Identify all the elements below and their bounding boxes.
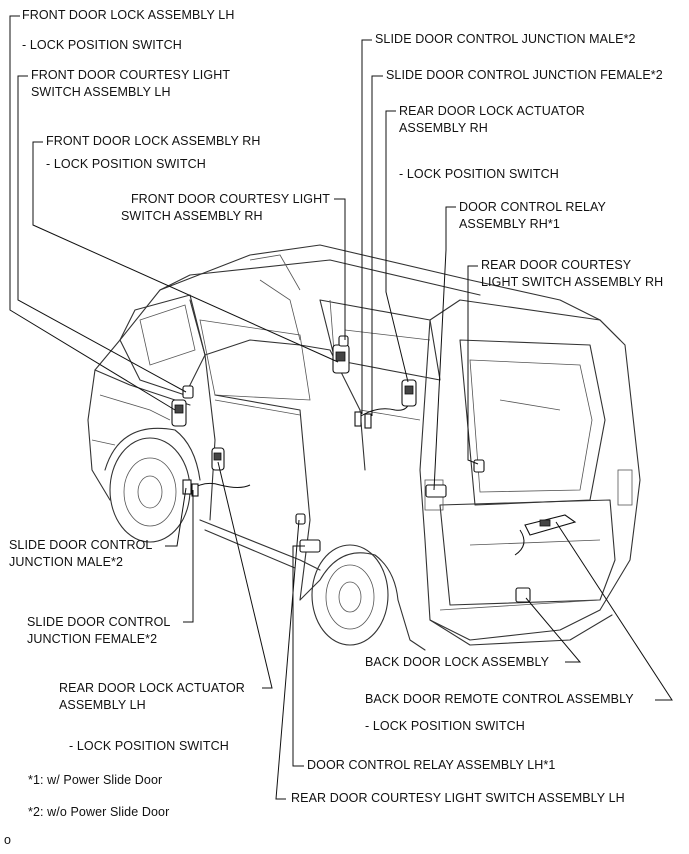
front-courtesy-switch-rh-part	[338, 335, 349, 347]
label-back-door-remote: BACK DOOR REMOTE CONTROL ASSEMBLY	[365, 692, 634, 706]
slide-junction-male-rh-part	[354, 411, 362, 427]
label-slide-junction-female-top: SLIDE DOOR CONTROL JUNCTION FEMALE*2	[386, 68, 663, 82]
label-rear-actuator-rh-line1: REAR DOOR LOCK ACTUATOR	[399, 104, 585, 118]
label-front-courtesy-rh-line1: FRONT DOOR COURTESY LIGHT	[130, 192, 330, 206]
label-rear-courtesy-rh-line2: LIGHT SWITCH ASSEMBLY RH	[481, 275, 664, 289]
rear-door-actuator-rh-part	[401, 379, 417, 407]
label-slide-junction-female-lh-line2: JUNCTION FEMALE*2	[27, 632, 158, 646]
label-rear-actuator-rh-sub: - LOCK POSITION SWITCH	[399, 167, 559, 181]
label-front-courtesy-rh-line2: SWITCH ASSEMBLY RH	[121, 209, 263, 223]
label-rear-courtesy-rh-line1: REAR DOOR COURTESY	[481, 258, 632, 272]
slide-junction-male-lh-part	[182, 479, 192, 495]
back-door-remote-control-part	[524, 514, 577, 536]
label-rear-actuator-lh-line2: ASSEMBLY LH	[59, 698, 146, 712]
label-relay-rh-line1: DOOR CONTROL RELAY	[459, 200, 606, 214]
label-front-door-lock-lh: FRONT DOOR LOCK ASSEMBLY LH	[22, 8, 235, 22]
leader-lines	[9, 15, 673, 800]
label-front-door-lock-lh-sub: - LOCK POSITION SWITCH	[22, 38, 182, 52]
rear-courtesy-switch-lh-part	[295, 513, 306, 525]
label-relay-rh-line2: ASSEMBLY RH*1	[459, 217, 560, 231]
label-front-courtesy-lh-line1: FRONT DOOR COURTESY LIGHT	[31, 68, 231, 82]
footnote-1: *1: w/ Power Slide Door	[28, 773, 163, 787]
label-back-door-remote-sub: - LOCK POSITION SWITCH	[365, 719, 525, 733]
front-door-lock-lh-part	[171, 399, 187, 427]
rear-courtesy-switch-rh-part	[473, 459, 485, 473]
figure-code: o	[4, 833, 12, 847]
label-relay-lh: DOOR CONTROL RELAY ASSEMBLY LH*1	[307, 758, 556, 772]
label-rear-courtesy-lh: REAR DOOR COURTESY LIGHT SWITCH ASSEMBLY…	[291, 791, 625, 805]
slide-junction-female-lh-part	[191, 483, 199, 497]
label-slide-junction-female-lh-line1: SLIDE DOOR CONTROL	[27, 615, 171, 629]
label-rear-actuator-rh-line2: ASSEMBLY RH	[399, 121, 488, 135]
slide-junction-female-rh-part	[364, 413, 372, 429]
label-slide-junction-male-lh-line1: SLIDE DOOR CONTROL	[9, 538, 153, 552]
label-front-courtesy-lh-line2: SWITCH ASSEMBLY LH	[31, 85, 171, 99]
footnote-2: *2: w/o Power Slide Door	[28, 805, 170, 819]
label-rear-actuator-lh-line1: REAR DOOR LOCK ACTUATOR	[59, 681, 245, 695]
label-back-door-lock: BACK DOOR LOCK ASSEMBLY	[365, 655, 550, 669]
label-front-door-lock-rh: FRONT DOOR LOCK ASSEMBLY RH	[46, 134, 261, 148]
van-body-outline	[87, 244, 641, 651]
rear-door-actuator-lh-part	[211, 447, 225, 471]
parts	[171, 335, 577, 603]
label-rear-actuator-lh-sub: - LOCK POSITION SWITCH	[69, 739, 229, 753]
front-courtesy-switch-lh-part	[182, 385, 194, 399]
label-slide-junction-male-top: SLIDE DOOR CONTROL JUNCTION MALE*2	[375, 32, 636, 46]
door-control-relay-rh-part	[425, 484, 447, 498]
label-front-door-lock-rh-sub: - LOCK POSITION SWITCH	[46, 157, 206, 171]
front-door-lock-rh-part	[332, 344, 350, 374]
label-slide-junction-male-lh-line2: JUNCTION MALE*2	[9, 555, 124, 569]
